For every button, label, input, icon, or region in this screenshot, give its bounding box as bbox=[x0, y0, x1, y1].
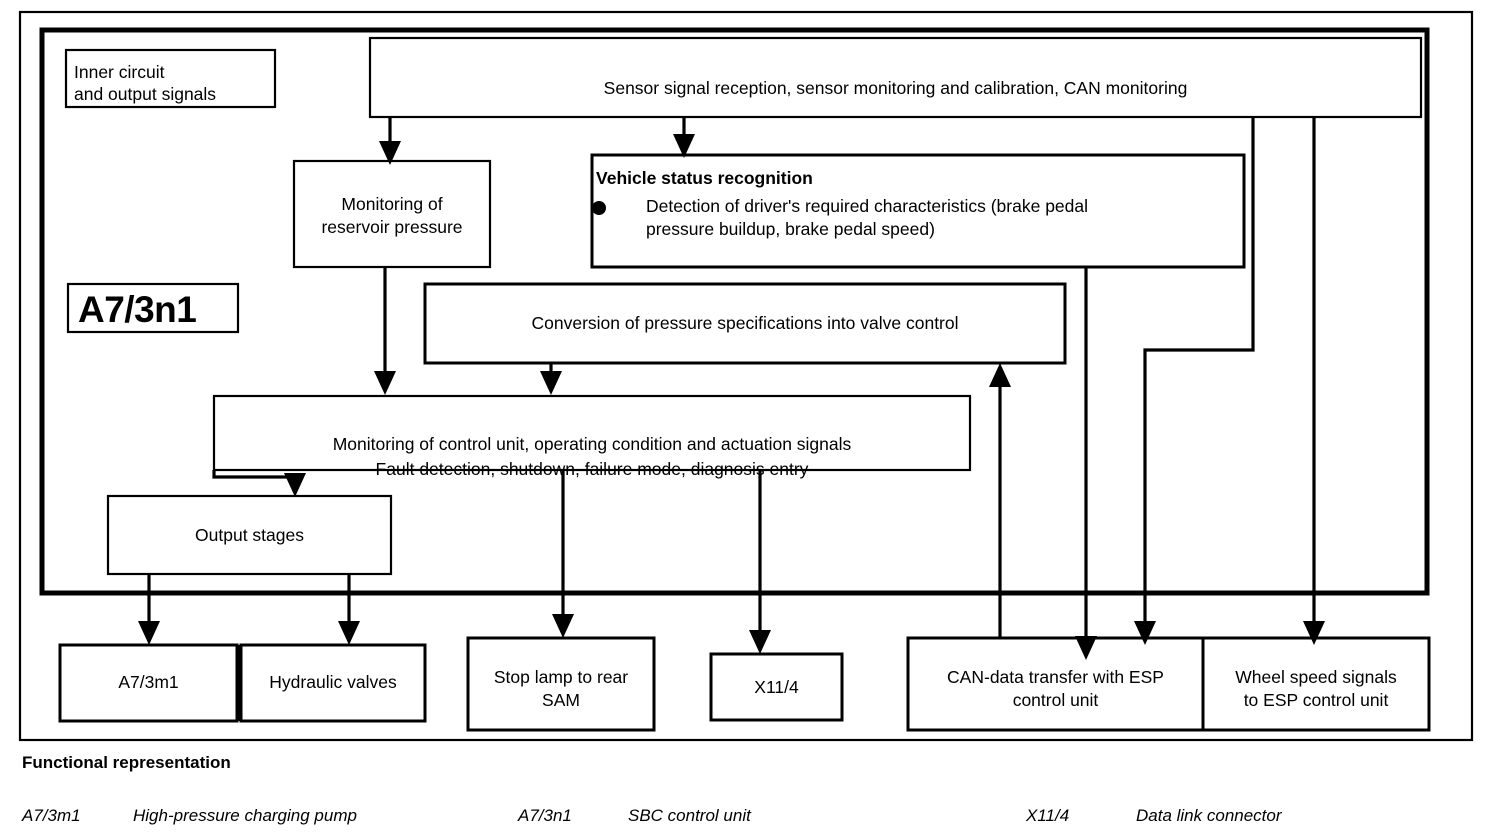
output-label-wheel-speed-line1: Wheel speed signals bbox=[1235, 667, 1397, 687]
connector-monitoring-to-output-stages bbox=[212, 470, 306, 497]
output-label-stop-lamp-line1: Stop lamp to rear bbox=[493, 667, 629, 687]
connector-vehicle-status-drop bbox=[1075, 267, 1097, 660]
unit-label-box bbox=[66, 282, 240, 334]
output-label-can-esp-line1: CAN-data transfer with ESP bbox=[947, 667, 1164, 687]
control-unit-frame bbox=[39, 27, 1430, 596]
connector-output-stages-to-valves bbox=[338, 574, 360, 645]
legend-desc-0: High-pressure charging pump bbox=[133, 806, 357, 825]
output-label-pump: A7/3m1 bbox=[118, 672, 179, 692]
connector-header-to-vehicle-status bbox=[673, 117, 695, 158]
connector-can-esp-to-conversion bbox=[989, 363, 1011, 638]
reservoir-pressure-box bbox=[292, 159, 492, 269]
connector-header-to-reservoir bbox=[379, 117, 401, 165]
connector-reservoir-to-monitoring bbox=[374, 267, 396, 395]
reservoir-label-line2: reservoir pressure bbox=[321, 217, 463, 237]
output-stages-label: Output stages bbox=[195, 525, 304, 545]
unit-label: A7/3n1 bbox=[78, 289, 197, 330]
inner-circuit-note-box bbox=[64, 48, 277, 109]
connector-header-to-can-esp bbox=[1134, 117, 1255, 645]
legend-code-1: A7/3n1 bbox=[518, 806, 572, 825]
output-box-data-link bbox=[709, 652, 844, 722]
output-label-stop-lamp-line2: SAM bbox=[542, 690, 580, 710]
output-box-wheel-speed bbox=[1201, 636, 1431, 732]
conversion-box bbox=[423, 282, 1067, 365]
connector-monitoring-to-data-link bbox=[749, 470, 771, 654]
connector-conversion-to-monitoring bbox=[540, 363, 562, 395]
monitoring-label-line2: Fault detection, shutdown, failure mode,… bbox=[375, 459, 809, 479]
reservoir-label-line1: Monitoring of bbox=[341, 194, 443, 214]
output-label-wheel-speed-line2: to ESP control unit bbox=[1243, 690, 1389, 710]
sensor-header-box bbox=[368, 36, 1423, 119]
conversion-label: Conversion of pressure specifications in… bbox=[531, 313, 959, 333]
connector-monitoring-to-stop-lamp bbox=[552, 470, 574, 638]
output-box-pump bbox=[58, 643, 239, 723]
monitoring-box bbox=[212, 394, 972, 472]
vehicle-status-bullet-line2: pressure buildup, brake pedal speed) bbox=[646, 219, 935, 239]
outer-frame bbox=[18, 10, 1474, 742]
legend-desc-2: Data link connector bbox=[1136, 806, 1282, 825]
vehicle-status-bullet-line1: Detection of driver's required character… bbox=[646, 196, 1089, 216]
output-box-stop-lamp bbox=[466, 636, 656, 732]
output-label-data-link: X11/4 bbox=[754, 677, 799, 697]
connector-header-to-wheel-speed bbox=[1303, 117, 1325, 645]
output-label-can-esp-line2: control unit bbox=[1012, 690, 1099, 710]
inner-circuit-note-line1: Inner circuit bbox=[74, 62, 165, 82]
inner-circuit-note-line2: and output signals bbox=[74, 84, 217, 104]
output-box-hydraulic-valves bbox=[239, 643, 427, 723]
connector-output-stages-to-pump bbox=[138, 574, 160, 645]
sensor-header-label: Sensor signal reception, sensor monitori… bbox=[603, 78, 1188, 98]
legend-code-2: X11/4 bbox=[1026, 806, 1070, 825]
output-stages-box bbox=[106, 494, 393, 576]
vehicle-status-box bbox=[590, 153, 1246, 269]
legend-desc-1: SBC control unit bbox=[628, 806, 751, 825]
monitoring-label-line1: Monitoring of control unit, operating co… bbox=[332, 434, 852, 454]
bullet-point bbox=[592, 201, 606, 215]
legend-code-0: A7/3m1 bbox=[22, 806, 81, 825]
legend-heading: Functional representation bbox=[22, 753, 231, 772]
output-label-hydraulic-valves: Hydraulic valves bbox=[269, 672, 397, 692]
vehicle-status-heading: Vehicle status recognition bbox=[596, 168, 813, 188]
